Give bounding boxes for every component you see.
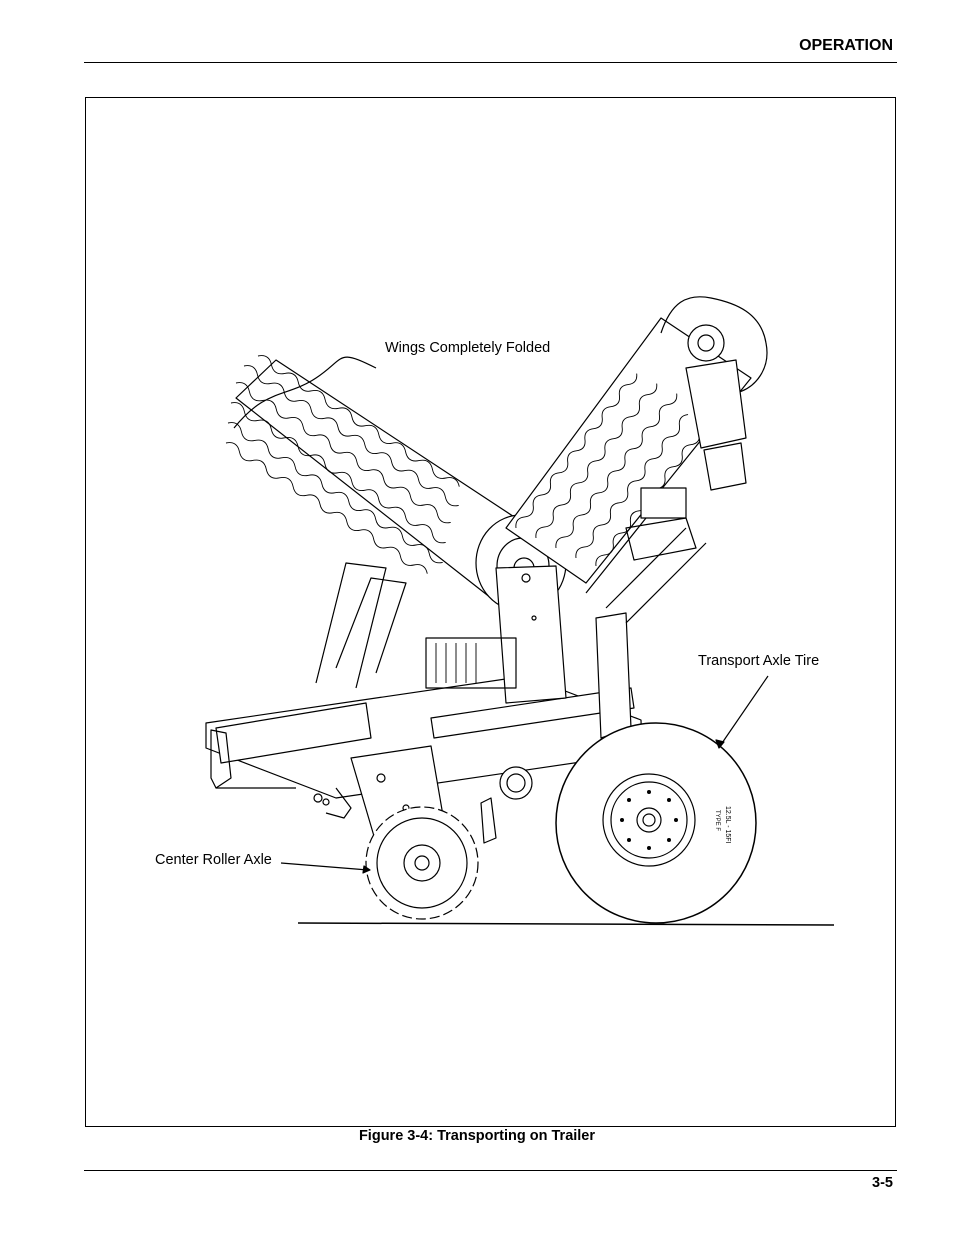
tire-size-text: 12.5L - 15FI xyxy=(724,806,731,844)
ground-line xyxy=(297,922,835,926)
tire-type-text: TYPE F xyxy=(714,810,720,831)
callout-leaders xyxy=(280,675,769,874)
figure-frame: 12.5L - 15FI TYPE F Wings Completely Fol… xyxy=(85,97,896,1127)
page-number: 3-5 xyxy=(872,1175,893,1191)
footer-rule xyxy=(84,1170,897,1171)
callout-transport-tire: Transport Axle Tire xyxy=(698,653,820,669)
figure-caption: Figure 3-4: Transporting on Trailer xyxy=(358,1128,596,1144)
callout-wings-folded: Wings Completely Folded xyxy=(385,340,551,356)
right-wing-roller xyxy=(505,296,768,584)
header-rule xyxy=(84,62,897,63)
section-title: OPERATION xyxy=(799,37,893,54)
machine-illustration: 12.5L - 15FI TYPE F xyxy=(205,296,835,926)
main-frame xyxy=(205,487,707,819)
center-roller-assembly xyxy=(350,745,497,920)
transport-tire: 12.5L - 15FI TYPE F xyxy=(499,722,757,924)
callout-center-axle: Center Roller Axle xyxy=(155,852,272,868)
